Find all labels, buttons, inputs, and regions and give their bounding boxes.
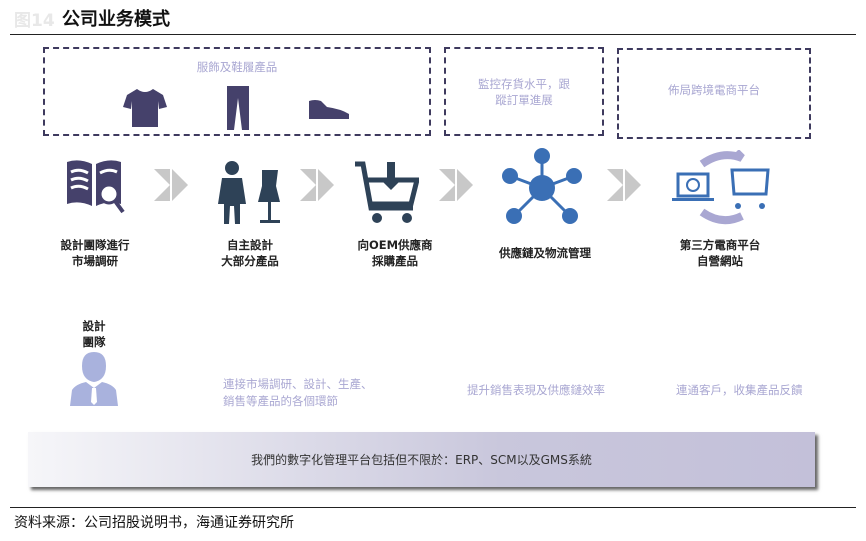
source-note: 资料来源：公司招股说明书，海通证券研究所 xyxy=(14,515,294,531)
step-label-supply-chain: 供應鏈及物流管理 xyxy=(480,245,610,261)
cart-download-icon xyxy=(355,161,419,223)
page-title: 公司业务模式 xyxy=(62,9,170,30)
laptop-cart-cycle-icon xyxy=(672,150,770,225)
arrow-right-icon xyxy=(607,169,641,201)
designer-mannequin-icon xyxy=(218,161,280,224)
desc-line: 銷售等產品的各個環節 xyxy=(223,394,338,408)
products-label: 服飾及鞋履產品 xyxy=(196,60,278,74)
platform-banner: 我們的數字化管理平台包括但不限於：ERP、SCM以及GMS系統 xyxy=(28,432,815,487)
step-label-design: 自主設計大部分產品 xyxy=(195,237,305,269)
arrow-right-icon xyxy=(439,169,473,201)
footer-divider xyxy=(10,507,856,508)
title-divider xyxy=(10,34,856,35)
platform-text: 我們的數字化管理平台包括但不限於：ERP、SCM以及GMS系統 xyxy=(251,453,592,467)
description-connect: 連接市場調研、設計、生產、銷售等產品的各個環節 xyxy=(223,376,373,410)
step-label-research: 設計團隊進行市場調研 xyxy=(40,237,150,269)
label-line: 大部分產品 xyxy=(221,254,279,268)
label-line: 設計 xyxy=(82,319,106,333)
shoe-icon xyxy=(309,100,349,119)
figure-number: 图14 xyxy=(14,11,55,31)
products-box: 服飾及鞋履產品 xyxy=(43,47,431,136)
pants-icon xyxy=(227,86,249,130)
network-icon xyxy=(502,148,582,224)
label-line: 市場調研 xyxy=(72,254,118,268)
desc-line: 連通客戶，收集產品反饋 xyxy=(676,383,803,397)
person-icon xyxy=(70,352,118,406)
label-line: 供應鏈及物流管理 xyxy=(499,246,591,260)
desc-line: 連接市場調研、設計、生產、 xyxy=(223,377,373,391)
desc-line: 提升銷售表現及供應鏈效率 xyxy=(467,383,605,397)
ecommerce-box: 佈局跨境電商平台 xyxy=(617,48,811,139)
label-line: 團隊 xyxy=(82,335,106,349)
arrow-right-icon xyxy=(154,169,188,201)
label-line: 自營網站 xyxy=(697,254,743,268)
inventory-label: 監控存貨水平，跟蹤訂單進展 xyxy=(478,76,570,107)
description-efficiency: 提升銷售表現及供應鏈效率 xyxy=(467,382,605,399)
label-line: 第三方電商平台 xyxy=(679,238,761,252)
inventory-box: 監控存貨水平，跟蹤訂單進展 xyxy=(444,47,604,136)
ecommerce-label: 佈局跨境電商平台 xyxy=(668,82,760,97)
team-label: 設計團隊 xyxy=(72,318,116,350)
book-magnifier-icon xyxy=(67,160,125,214)
description-customers: 連通客戶，收集產品反饋 xyxy=(676,382,803,399)
step-label-ecommerce: 第三方電商平台自營網站 xyxy=(665,237,775,269)
label-line: 採購產品 xyxy=(372,254,418,268)
arrow-right-icon xyxy=(300,169,334,201)
tshirt-icon xyxy=(123,89,167,127)
label-line: 自主設計 xyxy=(227,238,273,252)
label-line: 設計團隊進行 xyxy=(60,238,130,252)
label-line: 向OEM供應商 xyxy=(357,238,433,252)
step-label-procurement: 向OEM供應商採購產品 xyxy=(340,237,450,269)
